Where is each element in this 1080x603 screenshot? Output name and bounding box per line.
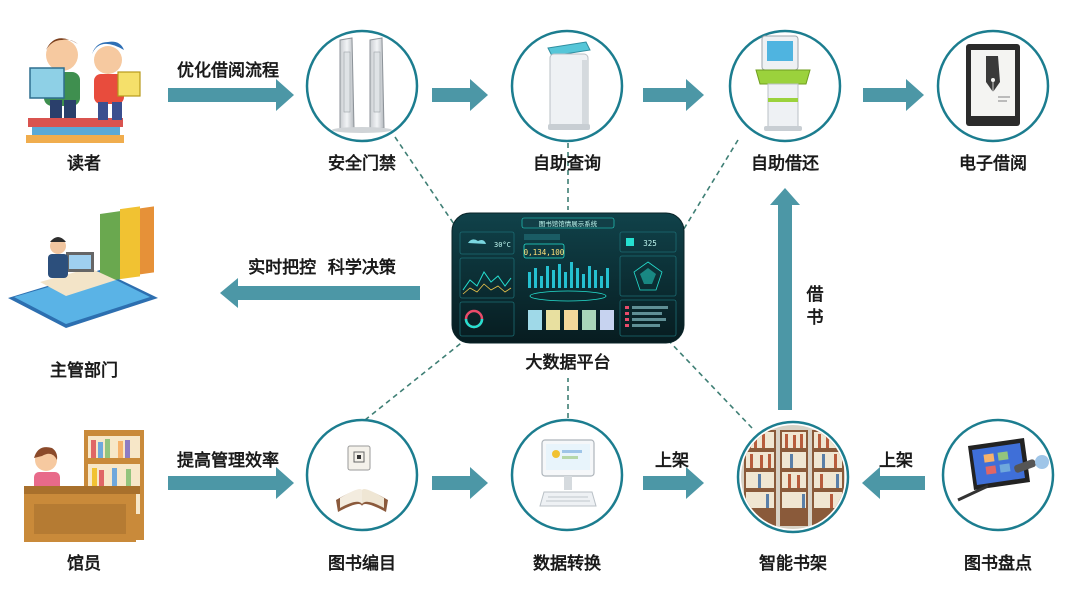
dashed-connectors xyxy=(364,136,753,429)
node-big-data: 图书馆馆情展示系统 30°C 0,134,100 xyxy=(451,212,685,373)
node-data-conversion: 数据转换 xyxy=(510,418,624,574)
dashboard-counter: 0,134,100 xyxy=(524,248,565,257)
security-gate-icon xyxy=(332,37,392,133)
dash-shelf-platform xyxy=(667,339,753,429)
edge-label-efficiency: 提高管理效率 xyxy=(177,450,279,471)
label-big-data: 大数据平台 xyxy=(526,352,611,373)
dash-borrow-platform xyxy=(681,139,739,233)
label-self-query: 自助查询 xyxy=(533,153,601,174)
dash-catalog-platform xyxy=(364,339,466,421)
management-desk-illustration-icon xyxy=(8,206,158,328)
dash-gate-platform xyxy=(394,136,459,231)
edge-label-borrow-1: 借 xyxy=(806,284,824,305)
e-reader-icon xyxy=(966,44,1020,126)
node-e-reading: 电子借阅 xyxy=(936,29,1050,174)
librarian-illustration-icon xyxy=(24,430,144,542)
label-self-borrow-return: 自助借还 xyxy=(751,153,820,174)
flow-arrows xyxy=(168,79,925,499)
dashboard-side-number: 325 xyxy=(643,239,657,248)
inventory-scanner-icon xyxy=(957,438,1049,502)
node-inventory: 图书盘点 xyxy=(941,418,1055,574)
label-data-conversion: 数据转换 xyxy=(533,553,602,574)
cataloging-circle xyxy=(305,418,419,532)
node-smart-shelf: 智能书架 xyxy=(736,420,850,574)
arrow-shelf-borrow xyxy=(770,188,800,410)
arrow-platform-management xyxy=(220,278,420,308)
label-librarian: 馆员 xyxy=(67,553,101,574)
arrow-librarian-catalog xyxy=(168,467,294,499)
node-self-query: 自助查询 xyxy=(510,29,624,174)
node-self-borrow-return: 自助借还 xyxy=(728,29,842,174)
edge-label-shelving-2: 上架 xyxy=(879,450,913,471)
edge-label-shelving-1: 上架 xyxy=(655,450,689,471)
book-tag-icon xyxy=(336,445,388,512)
conversion-terminal-icon xyxy=(539,439,597,507)
label-inventory: 图书盘点 xyxy=(964,553,1032,574)
label-security-gate: 安全门禁 xyxy=(328,153,396,174)
label-management: 主管部门 xyxy=(50,360,118,381)
arrow-gate-query xyxy=(432,79,488,111)
edge-label-borrow-2: 书 xyxy=(807,308,824,328)
bookshelf-icon xyxy=(741,425,845,529)
node-reader: 读者 xyxy=(26,38,141,174)
node-librarian: 馆员 xyxy=(24,430,144,574)
node-management: 主管部门 xyxy=(8,206,158,381)
arrow-reader-gate xyxy=(168,79,294,111)
arrow-convert-shelf xyxy=(643,467,704,499)
query-kiosk-icon xyxy=(547,41,591,130)
reader-illustration-icon xyxy=(26,38,141,143)
arrow-inventory-shelf xyxy=(862,467,925,499)
dashboard-screen-icon: 图书馆馆情展示系统 30°C 0,134,100 xyxy=(451,212,685,344)
node-cataloging: 图书编目 xyxy=(305,418,419,574)
security-gate-circle xyxy=(305,29,419,143)
edge-label-realtime: 实时把控 科学决策 xyxy=(248,257,397,278)
label-smart-shelf: 智能书架 xyxy=(759,553,827,574)
borrow-return-kiosk-icon xyxy=(755,35,811,131)
arrow-borrow-ereading xyxy=(863,79,924,111)
dashboard-title: 图书馆馆情展示系统 xyxy=(539,219,598,228)
arrow-catalog-convert xyxy=(432,467,488,499)
label-cataloging: 图书编目 xyxy=(328,553,396,574)
dashboard-temperature: 30°C xyxy=(494,241,511,249)
node-security-gate: 安全门禁 xyxy=(305,29,419,174)
edge-label-optimize: 优化借阅流程 xyxy=(177,60,279,81)
arrow-query-borrow xyxy=(643,79,704,111)
label-e-reading: 电子借阅 xyxy=(959,153,1027,174)
dashboard-bar-chart xyxy=(528,262,609,288)
label-reader: 读者 xyxy=(67,153,101,174)
